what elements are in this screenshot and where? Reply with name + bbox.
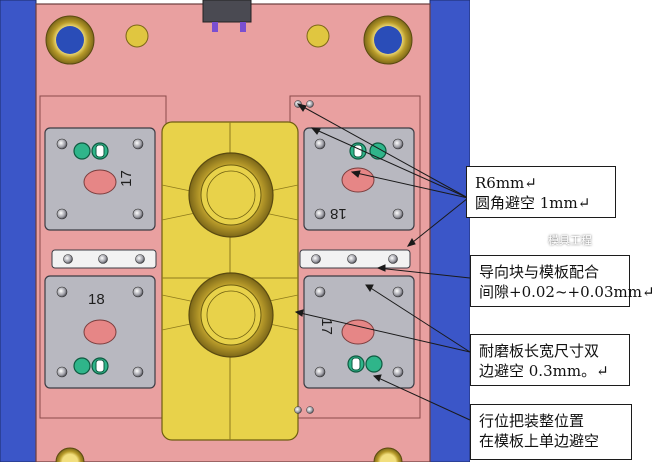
right-side-frame: [429, 0, 471, 462]
guide-strip-screws: [63, 254, 398, 264]
left-side-frame: [0, 0, 37, 462]
callout-slide-line2: 在模板上单边避空: [479, 432, 600, 450]
bottom-bushing-left: [55, 447, 85, 462]
wear-hole-br: [341, 319, 375, 345]
callout-r6-radius: R6mm↵ 圆角避空 1mm↵: [466, 166, 616, 218]
callout-r6-line1: R6mm↵: [475, 174, 537, 192]
guide-bushing-left-hole: [56, 26, 84, 54]
wear-plate-screws: [56, 138, 404, 378]
slide-lock-bottom-right: [347, 355, 383, 373]
plate-label-top-left: 17: [117, 170, 135, 187]
plate-label-top-right: 18: [330, 205, 347, 222]
wear-hole-tl: [83, 169, 117, 195]
dowel-right: [306, 24, 330, 48]
callout-r6-line2: 圆角避空 1mm↵: [475, 194, 591, 212]
watermark: 模具工程: [548, 235, 592, 247]
plate-label-bottom-right: 17: [317, 318, 335, 335]
bottom-bushing-right: [373, 447, 403, 462]
callout-guide-line2: 间隙+0.02~+0.03mm↵: [479, 283, 655, 301]
connector-pin-left: [212, 22, 218, 32]
callout-wear-line1: 耐磨板长宽尺寸双: [479, 342, 600, 360]
right-background: [470, 0, 637, 462]
callout-slide-line1: 行位把装整位置: [479, 412, 585, 430]
plate-label-bottom-left: 18: [88, 291, 105, 308]
slide-lock-bottom-left: [73, 357, 109, 375]
wear-hole-tr: [341, 167, 375, 193]
callout-wear-line2: 边避空 0.3mm。↵: [479, 362, 609, 380]
top-connector: [202, 0, 252, 23]
callout-slide-position: 行位把装整位置 在模板上单边避空: [470, 404, 632, 460]
guide-bushing-right-hole: [374, 26, 402, 54]
callout-wear-plate: 耐磨板长宽尺寸双 边避空 0.3mm。↵: [470, 334, 630, 386]
wear-hole-bl: [83, 319, 117, 345]
connector-pin-right: [240, 22, 246, 32]
mold-diagram: [0, 0, 637, 462]
slide-lock-top-left: [73, 142, 109, 160]
dowel-left: [125, 24, 149, 48]
callout-guide-clearance: 导向块与模板配合 间隙+0.02~+0.03mm↵: [470, 255, 655, 307]
leader-lines: [294, 103, 471, 421]
callout-guide-line1: 导向块与模板配合: [479, 263, 600, 281]
